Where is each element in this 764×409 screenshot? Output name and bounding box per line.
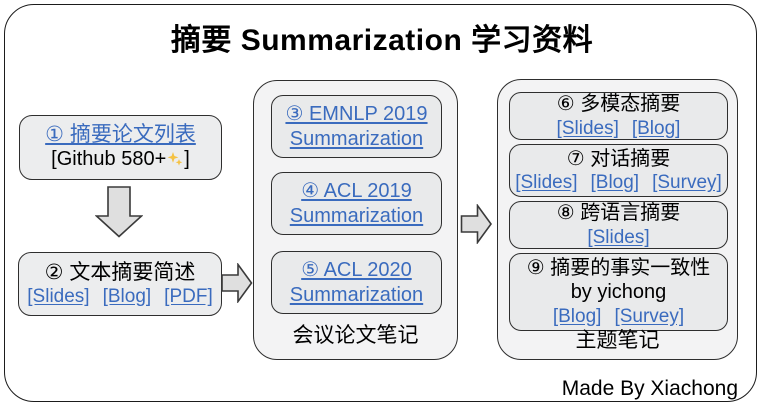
blog-link[interactable]: [Blog] (590, 172, 640, 194)
slides-link[interactable]: [Slides] (556, 117, 619, 139)
blog-link[interactable]: [Blog] (631, 117, 681, 139)
slides-link[interactable]: [Slides] (27, 286, 90, 308)
node-acl-2019: ④ ACL 2019 Summarization (271, 172, 442, 235)
down-arrow-icon (95, 186, 143, 238)
node-crosslingual-summarization: ⑧ 跨语言摘要 [Slides] (509, 201, 728, 249)
factual-consistency-links: [Blog] [Survey] (553, 305, 684, 328)
right-arrow-icon (460, 204, 492, 244)
sparkles-icon (167, 149, 183, 173)
multimodal-title: ⑥ 多模态摘要 (556, 93, 681, 116)
paper-list-link[interactable]: ① 摘要论文列表 (45, 122, 196, 146)
github-label: [Github 580+] (51, 147, 190, 173)
factual-consistency-title: ⑨ 摘要的事实一致性 (526, 257, 711, 280)
topic-group-label: 主题笔记 (575, 329, 660, 352)
node-multimodal-summarization: ⑥ 多模态摘要 [Slides] [Blog] (509, 92, 728, 140)
slides-link[interactable]: [Slides] (515, 172, 578, 194)
node-acl-2020: ⑤ ACL 2020 Summarization (271, 251, 442, 314)
survey-link[interactable]: [Survey] (652, 172, 722, 194)
survey-link[interactable]: [Survey] (614, 305, 685, 327)
right-arrow-icon (221, 263, 253, 303)
text-summarization-title: ② 文本摘要简述 (44, 260, 196, 284)
dialogue-title: ⑦ 对话摘要 (566, 147, 671, 170)
acl-2020-link-line2[interactable]: Summarization (289, 283, 424, 306)
node-factual-consistency: ⑨ 摘要的事实一致性 by yichong [Blog] [Survey] (509, 253, 728, 331)
crosslingual-title: ⑧ 跨语言摘要 (556, 202, 681, 225)
node-paper-list: ① 摘要论文列表 [Github 580+] (19, 115, 222, 180)
blog-link[interactable]: [Blog] (552, 305, 602, 327)
pdf-link[interactable]: [PDF] (164, 286, 213, 308)
dialogue-links: [Slides] [Blog] [Survey] (515, 171, 722, 194)
conference-notes-group: ③ EMNLP 2019 Summarization ④ ACL 2019 Su… (253, 80, 458, 360)
acl-2019-link-line2[interactable]: Summarization (289, 204, 424, 227)
node-dialogue-summarization: ⑦ 对话摘要 [Slides] [Blog] [Survey] (509, 144, 728, 197)
multimodal-links: [Slides] [Blog] (557, 117, 681, 140)
node-emnlp-2019: ③ EMNLP 2019 Summarization (271, 95, 442, 158)
page-title: 摘要 Summarization 学习资料 (170, 24, 594, 57)
conference-group-label: 会议论文笔记 (292, 324, 419, 347)
text-summarization-links: [Slides] [Blog] [PDF] (27, 285, 212, 308)
credit-text: Made By Xiachong (561, 377, 738, 400)
emnlp-2019-link-line2[interactable]: Summarization (289, 127, 424, 150)
acl-2020-link-line1[interactable]: ⑤ ACL 2020 (301, 259, 412, 282)
factual-consistency-author: by yichong (570, 281, 667, 304)
emnlp-2019-link-line1[interactable]: ③ EMNLP 2019 (285, 103, 428, 126)
github-label-bracket: ] (184, 148, 190, 171)
crosslingual-links: [Slides] (587, 226, 649, 249)
github-label-text: [Github 580+ (51, 148, 167, 171)
node-text-summarization-intro: ② 文本摘要简述 [Slides] [Blog] [PDF] (18, 252, 222, 316)
slides-link[interactable]: [Slides] (587, 226, 650, 248)
blog-link[interactable]: [Blog] (102, 286, 152, 308)
topic-notes-group: ⑥ 多模态摘要 [Slides] [Blog] ⑦ 对话摘要 [Slides] … (497, 79, 738, 360)
acl-2019-link-line1[interactable]: ④ ACL 2019 (301, 180, 412, 203)
